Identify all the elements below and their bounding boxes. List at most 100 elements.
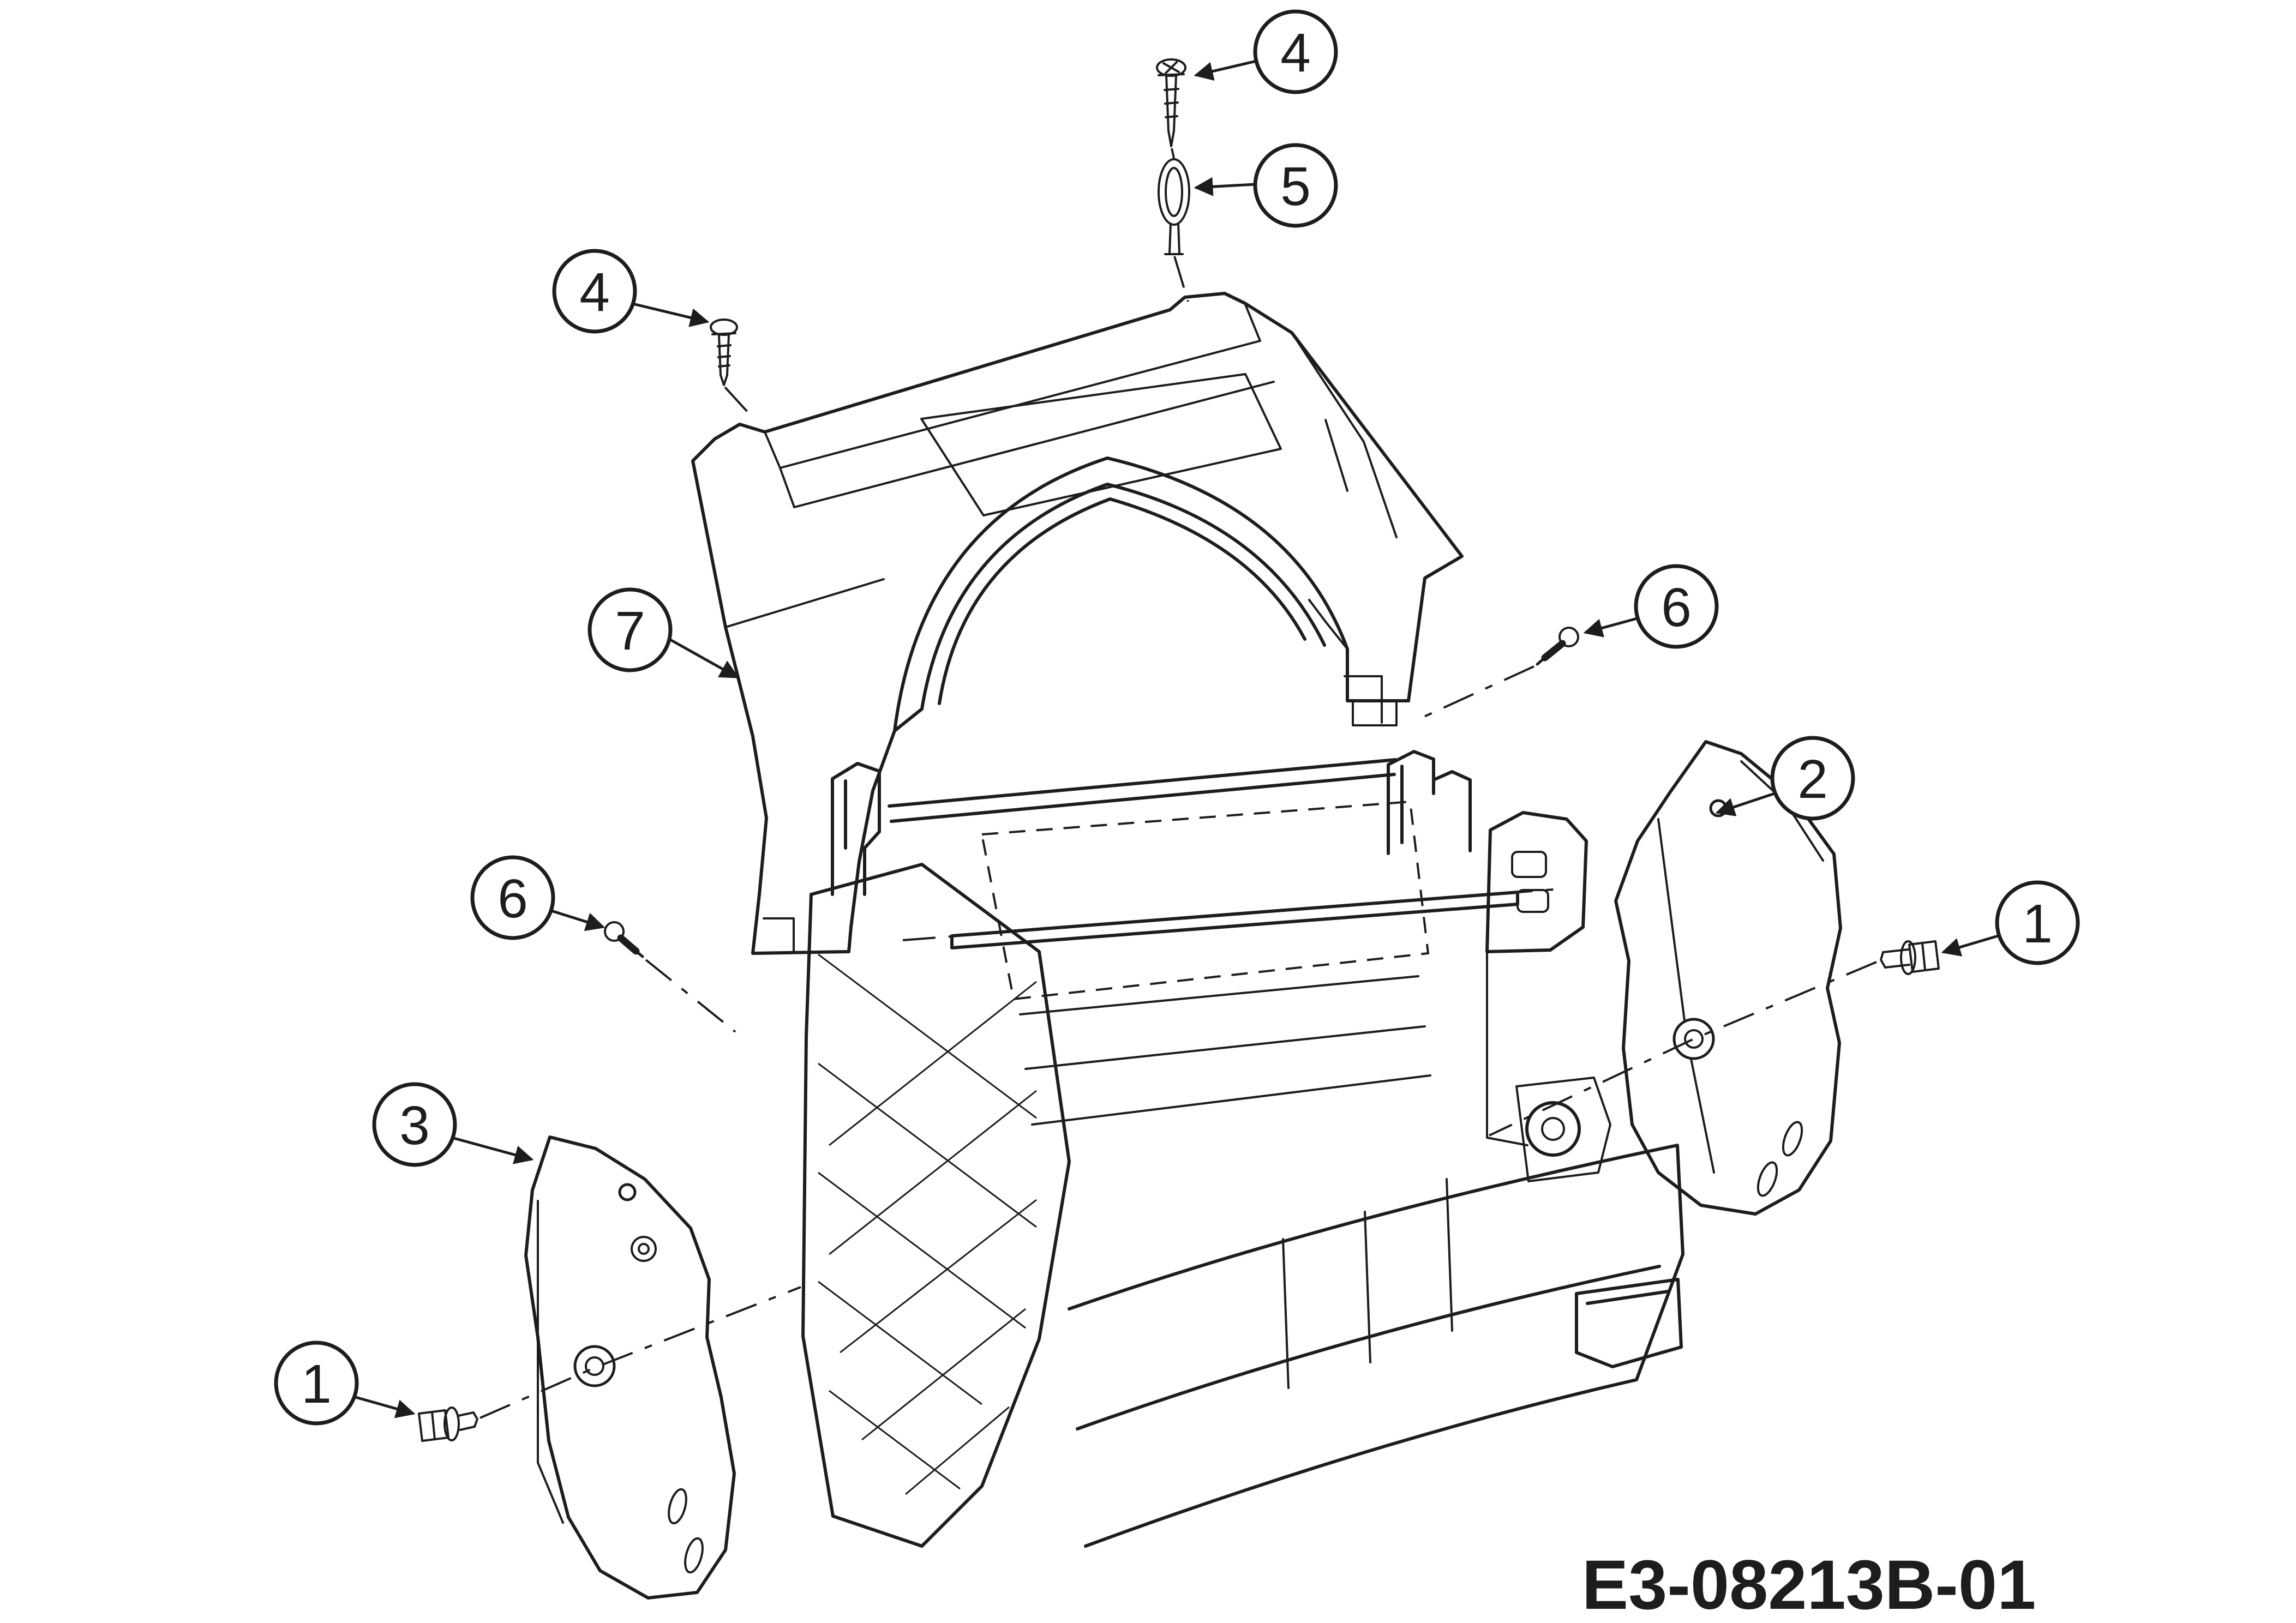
callout-leader-line: [355, 1396, 416, 1418]
screw-1-left: [418, 1406, 478, 1442]
callout-circle: [470, 855, 555, 940]
callout-leader-line: [632, 302, 710, 327]
height-adjuster-cam: [1525, 1101, 1581, 1157]
housing-top-rail: [888, 758, 1397, 823]
cover-left-leg-notch: [763, 917, 795, 953]
callout-circle: [1770, 736, 1855, 821]
centerline-screw1-right-through-bracket: [1489, 961, 1877, 1137]
height-adjuster-hub: [1541, 1117, 1565, 1141]
right-bracket-part: [1614, 740, 1842, 1216]
callout-5: 5: [1194, 143, 1338, 228]
callout-circle: [1253, 9, 1338, 94]
callout-circle: [552, 249, 637, 334]
cover-crease-lines: [724, 302, 1398, 628]
callout-circle: [274, 1341, 359, 1426]
housing-right-edge: [1486, 951, 1528, 1146]
housing-left-post: [831, 762, 881, 896]
cover-front-arches: [893, 456, 1349, 732]
bolt-tip: [634, 949, 644, 958]
left-bracket-small-hole: [618, 1183, 637, 1201]
left-bracket-grommet: [573, 1345, 616, 1387]
right-bracket-grommet-inner: [1684, 1029, 1704, 1049]
housing-right-posts: [1387, 750, 1472, 855]
centerline-bolt6-left: [645, 959, 736, 1033]
screw-1-right: [1880, 940, 1940, 975]
callout-leader-line: [1583, 617, 1638, 638]
callout-number: 3: [399, 1095, 430, 1156]
centerline-screw4-top: [1171, 148, 1175, 159]
bolt-head: [1558, 627, 1579, 647]
screw-head: [1908, 940, 1940, 973]
callout-1-left: 1: [274, 1341, 416, 1426]
screw-shaft: [1158, 73, 1185, 147]
housing-left-panel: [801, 863, 1071, 1548]
callout-leader-line: [551, 909, 606, 931]
left-bracket-stud-inner: [638, 1243, 650, 1255]
left-bracket-grommet-inner: [585, 1356, 604, 1376]
bolt-head: [604, 921, 625, 942]
screw-threads: [717, 344, 732, 368]
skirt-vertical-ribs: [1282, 1178, 1453, 1389]
callout-leader-line: [1194, 177, 1256, 196]
callout-2: 2: [1715, 736, 1855, 821]
housing-front-skirt: [1068, 1144, 1684, 1548]
cover-right-leg-details: [1308, 599, 1398, 726]
left-bracket-bend-lines: [537, 1200, 564, 1524]
drawing-number: E3-08213B-01: [1582, 1546, 2036, 1623]
tower-slot-lower: [1516, 889, 1549, 913]
screw-shaft: [1880, 948, 1910, 969]
callout-number: 6: [1661, 577, 1692, 638]
screw-head-slot: [1162, 61, 1180, 74]
callout-4-top: 4: [1194, 9, 1338, 94]
callout-number: 1: [301, 1354, 332, 1415]
housing-floor-panel-hidden: [980, 800, 1430, 1001]
callout-leader-line: [1715, 792, 1775, 816]
callout-4-left: 4: [552, 249, 710, 334]
bolt-6-left: [604, 921, 644, 958]
centerline-cross-rod: [902, 888, 1561, 941]
centerline-screw4-left-to-cover: [724, 386, 755, 420]
callout-number: 7: [615, 600, 645, 662]
callout-7: 7: [588, 587, 740, 679]
ring-pin-5: [1158, 158, 1190, 255]
callout-leader-line: [1941, 934, 1999, 957]
screw-4-top: [1156, 58, 1186, 147]
left-bracket-stud: [631, 1236, 657, 1262]
bolt-shaft: [617, 934, 640, 955]
ring-outer: [1158, 158, 1190, 226]
left-panel-rib-hatching: [818, 953, 1037, 1495]
right-bracket-slot-lower: [1757, 1161, 1778, 1197]
screw-flange: [1900, 940, 1916, 975]
screw-flange: [443, 1406, 460, 1441]
callout-number: 1: [2022, 893, 2053, 954]
rear-cover-part: [691, 292, 1464, 955]
bolt-6-right: [1536, 627, 1579, 666]
left-bracket-part: [524, 1135, 736, 1600]
tower-slot-upper: [1511, 851, 1547, 878]
right-bracket-slot-upper: [1782, 1121, 1803, 1157]
callout-3: 3: [372, 1082, 534, 1167]
screw-shaft: [711, 332, 736, 386]
housing-part: [801, 750, 1684, 1548]
callout-number: 6: [497, 868, 528, 929]
centerline-screw1-left-through-bracket: [479, 1286, 801, 1419]
screw-shaft: [457, 1411, 478, 1431]
callout-1-right: 1: [1941, 880, 2080, 965]
cover-top-opening: [920, 373, 1282, 516]
callout-number: 4: [579, 262, 610, 323]
callouts: 4 5 4 6 7 2 1: [274, 9, 2080, 1426]
bolt-tip: [1536, 656, 1546, 666]
callout-circle: [588, 587, 673, 672]
right-bracket-grommet: [1672, 1018, 1715, 1060]
callout-leader-line: [668, 638, 740, 679]
callout-circle: [1995, 880, 2080, 965]
callout-6-right: 6: [1583, 564, 1719, 649]
screw-threads: [1164, 88, 1179, 118]
callout-circle: [1634, 564, 1719, 649]
height-adjuster-bracket: [1515, 1077, 1611, 1182]
callout-leader-line: [1194, 59, 1257, 81]
floor-rib-lines: [1019, 975, 1431, 1126]
callout-number: 4: [1280, 22, 1311, 83]
